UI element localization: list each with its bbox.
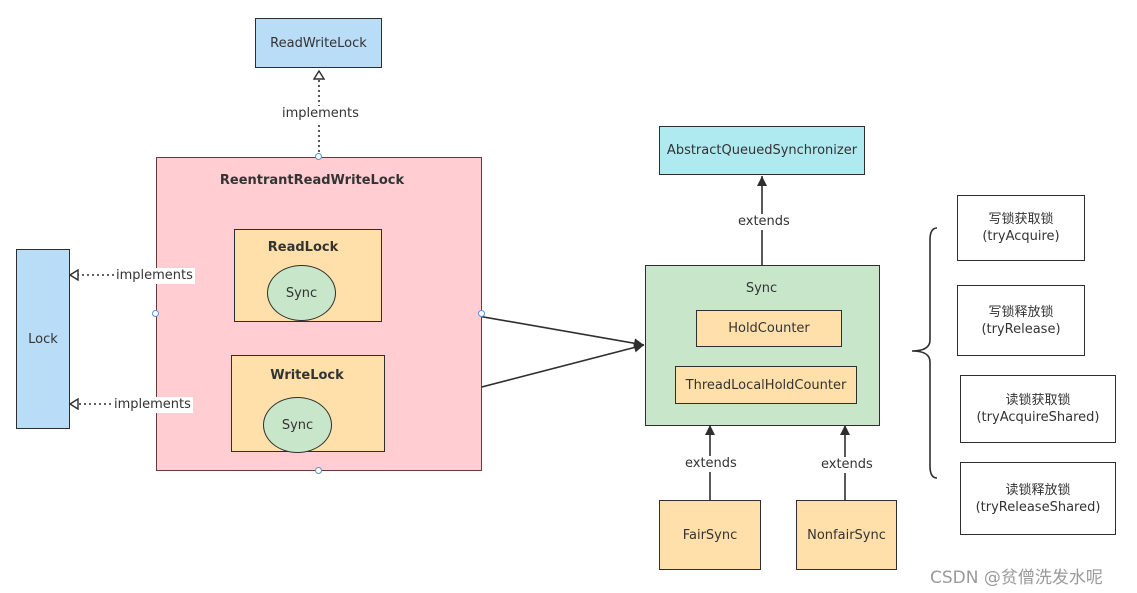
- selection-handle-left[interactable]: [152, 310, 159, 317]
- extends-fair-label: extends: [683, 456, 739, 472]
- read-lock-sync-field[interactable]: Sync: [267, 265, 336, 321]
- curly-brace: [911, 227, 938, 479]
- note-read-acquire[interactable]: 读锁获取锁 (tryAcquireShared): [960, 375, 1116, 443]
- sync-title: Sync: [745, 281, 778, 296]
- note-write-release-method: (tryRelease): [981, 321, 1061, 337]
- nonfair-sync-class[interactable]: NonfairSync: [796, 500, 897, 570]
- watermark: CSDN @贫僧洗发水呢: [930, 568, 1103, 588]
- extends-aqs-label: extends: [736, 214, 792, 230]
- hold-counter-label: HoldCounter: [728, 321, 810, 336]
- read-lock-title: ReadLock: [267, 240, 339, 255]
- note-write-release[interactable]: 写锁释放锁 (tryRelease): [957, 285, 1085, 356]
- nonfair-sync-label: NonfairSync: [807, 527, 886, 543]
- lock-label: Lock: [28, 331, 58, 347]
- write-lock-title: WriteLock: [270, 368, 344, 383]
- note-write-acquire[interactable]: 写锁获取锁 (tryAcquire): [957, 195, 1085, 261]
- selection-handle-right[interactable]: [478, 310, 485, 317]
- abstract-queued-synchronizer-class[interactable]: AbstractQueuedSynchronizer: [659, 126, 865, 175]
- read-write-lock-label: ReadWriteLock: [270, 35, 367, 51]
- implements-write-label: implements: [112, 397, 193, 413]
- hold-counter-class[interactable]: HoldCounter: [696, 310, 842, 347]
- write-lock-sync-field[interactable]: Sync: [263, 397, 332, 453]
- note-read-release[interactable]: 读锁释放锁 (tryReleaseShared): [960, 462, 1116, 535]
- read-write-lock-interface[interactable]: ReadWriteLock: [255, 18, 382, 68]
- lock-interface[interactable]: Lock: [16, 249, 70, 429]
- thread-local-hold-counter-class[interactable]: ThreadLocalHoldCounter: [675, 366, 857, 404]
- write-lock-sync-label: Sync: [281, 417, 314, 433]
- note-read-acquire-method: (tryAcquireShared): [976, 410, 1100, 425]
- selection-handle-bottom[interactable]: [315, 467, 322, 474]
- note-write-release-title: 写锁释放锁: [988, 304, 1054, 320]
- note-read-release-title: 读锁释放锁: [1005, 482, 1071, 498]
- fair-sync-class[interactable]: FairSync: [659, 500, 761, 570]
- note-read-release-method: (tryReleaseShared): [975, 499, 1101, 515]
- note-write-acquire-method: (tryAcquire): [982, 229, 1060, 244]
- fair-sync-label: FairSync: [682, 527, 738, 543]
- extends-nonfair-label: extends: [819, 457, 875, 473]
- implements-top-label: implements: [280, 106, 361, 122]
- aqs-label: AbstractQueuedSynchronizer: [666, 143, 858, 158]
- implements-read-label: implements: [114, 268, 195, 284]
- note-write-acquire-title: 写锁获取锁: [988, 212, 1054, 227]
- read-lock-sync-label: Sync: [285, 285, 318, 301]
- selection-handle-top[interactable]: [315, 153, 322, 160]
- note-read-acquire-title: 读锁获取锁: [1005, 393, 1071, 408]
- thread-local-hold-counter-label: ThreadLocalHoldCounter: [685, 377, 847, 393]
- reentrant-read-write-lock-title: ReentrantReadWriteLock: [219, 173, 405, 188]
